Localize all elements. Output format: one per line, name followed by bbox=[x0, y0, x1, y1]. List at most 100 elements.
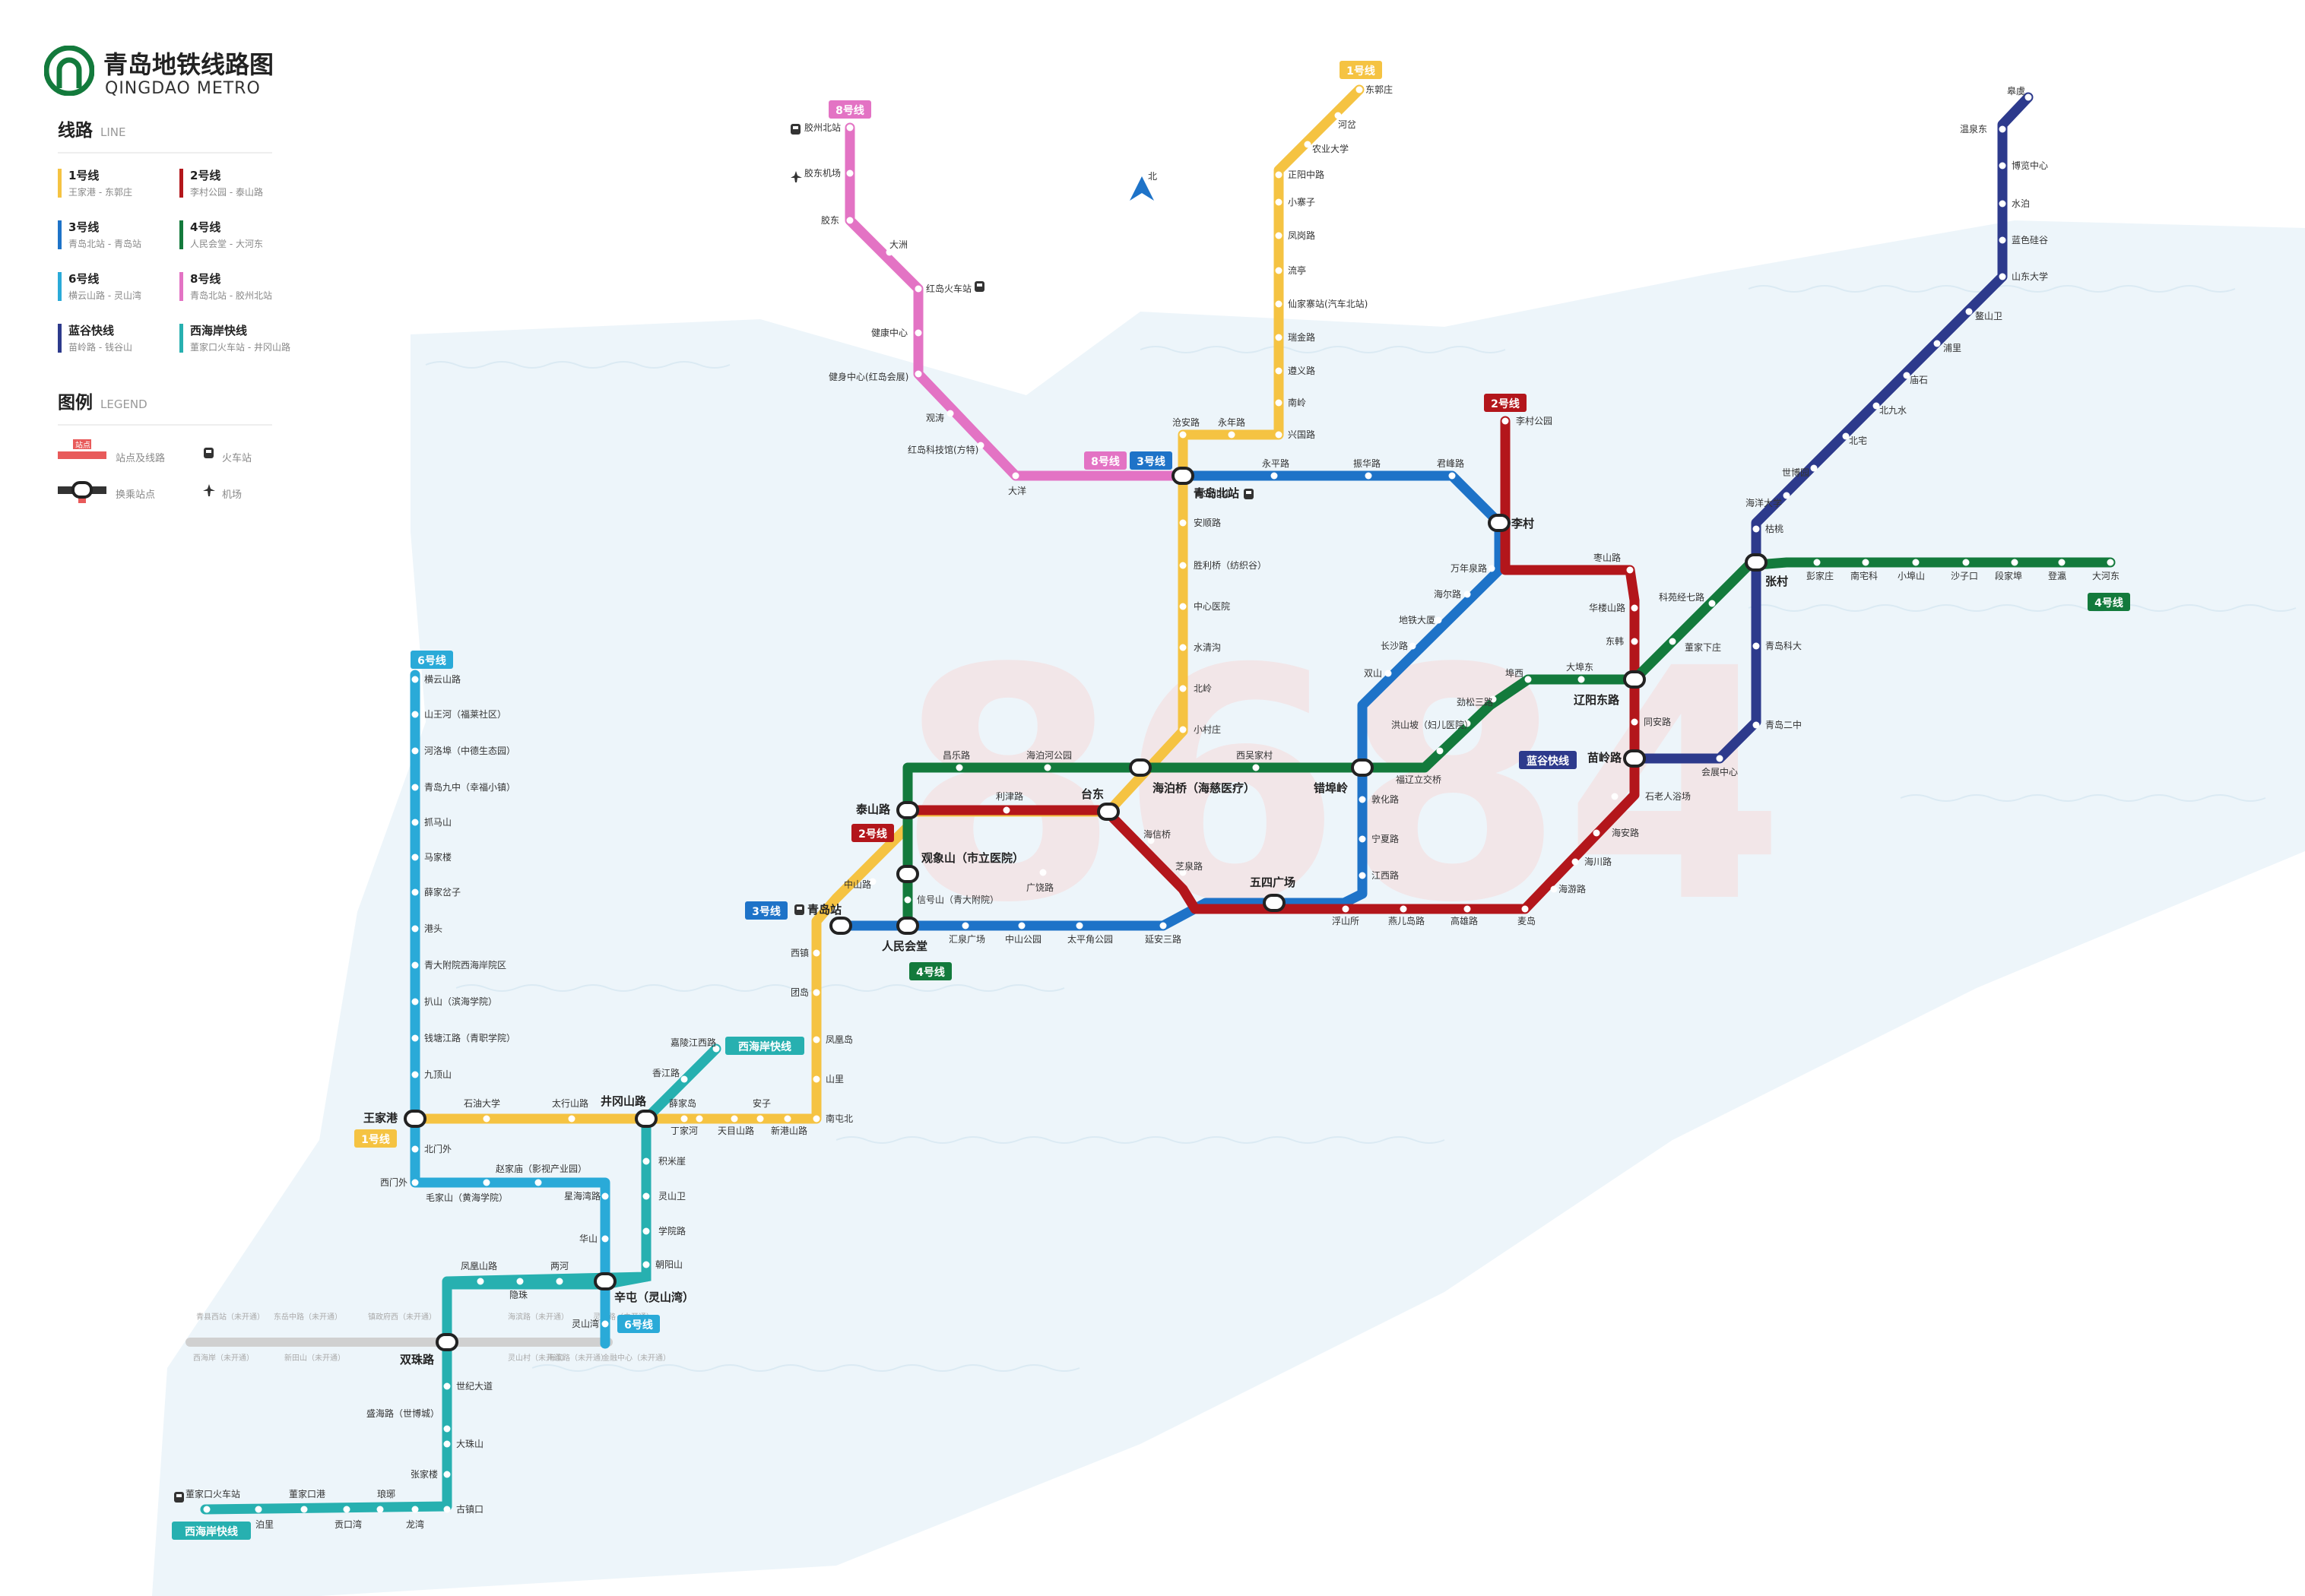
station-label[interactable]: 广饶路 bbox=[1026, 882, 1054, 893]
station-dot[interactable] bbox=[1179, 562, 1187, 569]
station-label[interactable]: 沙子口 bbox=[1951, 571, 1978, 581]
transfer-station[interactable] bbox=[1172, 467, 1194, 485]
station-label[interactable]: 朝阳山 bbox=[655, 1259, 683, 1270]
station-label[interactable]: 信号山（青大附院） bbox=[917, 895, 999, 905]
station-dot[interactable] bbox=[483, 1115, 490, 1123]
station-dot[interactable] bbox=[1275, 232, 1282, 239]
station-label[interactable]: 新港山路 bbox=[771, 1125, 807, 1136]
station-label[interactable]: 水清沟 bbox=[1194, 642, 1221, 653]
transfer-station[interactable] bbox=[404, 1110, 426, 1128]
station-label[interactable]: 温泉东 bbox=[1960, 124, 1987, 135]
station-dot[interactable] bbox=[1384, 670, 1392, 677]
station-label[interactable]: 薛家岔子 bbox=[424, 886, 461, 898]
station-label[interactable]: 东郭庄 bbox=[1365, 84, 1393, 95]
station-dot[interactable] bbox=[1012, 472, 1019, 480]
station-dot[interactable] bbox=[1275, 367, 1282, 375]
station-label[interactable]: 健身中心(红岛会展) bbox=[829, 371, 908, 382]
station-label[interactable]: 流亭 bbox=[1288, 264, 1306, 276]
station-dot[interactable] bbox=[1631, 638, 1638, 645]
station-label[interactable]: 正阳中路 bbox=[1288, 169, 1324, 180]
station-dot[interactable] bbox=[343, 1506, 350, 1513]
station-label[interactable]: 西镇 bbox=[791, 948, 809, 958]
station-label[interactable]: 科苑经七路 bbox=[1659, 591, 1704, 603]
station-label[interactable]: 燕儿岛路 bbox=[1388, 915, 1425, 926]
station-label[interactable]: 浦里 bbox=[1943, 343, 1961, 353]
station-label[interactable]: 横云山路 bbox=[424, 673, 461, 685]
station-dot[interactable] bbox=[300, 1506, 308, 1513]
station-label[interactable]: 汇泉广场 bbox=[949, 934, 985, 945]
station-label[interactable]: 海安路 bbox=[1612, 827, 1639, 838]
transfer-station[interactable] bbox=[1623, 670, 1646, 689]
station-dot[interactable] bbox=[1228, 431, 1235, 439]
station-label[interactable]: 西门外 bbox=[380, 1176, 407, 1188]
station-dot[interactable] bbox=[1179, 519, 1187, 527]
station-dot[interactable] bbox=[813, 1075, 820, 1083]
station-dot[interactable] bbox=[1669, 638, 1676, 645]
station-label[interactable]: 石油大学 bbox=[464, 1097, 500, 1109]
station-dot[interactable] bbox=[1912, 559, 1920, 566]
station-label[interactable]: 大河东 bbox=[2092, 571, 2120, 581]
station-dot[interactable] bbox=[869, 878, 877, 885]
transfer-station-label[interactable]: 苗岭路 bbox=[1587, 751, 1622, 765]
station-dot[interactable] bbox=[411, 1071, 419, 1078]
station-label[interactable]: 芝泉路 bbox=[1175, 860, 1203, 872]
station-dot[interactable] bbox=[411, 1034, 419, 1042]
station-dot[interactable] bbox=[1179, 869, 1187, 876]
station-dot[interactable] bbox=[411, 961, 419, 969]
station-label[interactable]: 彭家庄 bbox=[1806, 570, 1834, 581]
station-label[interactable]: 山东大学 bbox=[2012, 271, 2048, 282]
transfer-station-label[interactable]: 人民会堂 bbox=[882, 939, 927, 953]
station-dot[interactable] bbox=[1550, 885, 1558, 893]
station-dot[interactable] bbox=[483, 1179, 490, 1186]
station-label[interactable]: 兴国路 bbox=[1288, 429, 1315, 440]
station-dot[interactable] bbox=[1463, 591, 1471, 598]
station-label[interactable]: 海游路 bbox=[1558, 883, 1586, 895]
station-label[interactable]: 北岭 bbox=[1194, 683, 1212, 694]
station-label[interactable]: 大埠东 bbox=[1566, 662, 1593, 673]
station-dot[interactable] bbox=[1003, 806, 1010, 814]
station-label[interactable]: 山王河（福莱社区） bbox=[424, 708, 506, 720]
transfer-station[interactable] bbox=[1745, 553, 1768, 572]
station-dot[interactable] bbox=[568, 1115, 575, 1123]
station-dot[interactable] bbox=[411, 784, 419, 791]
station-label[interactable]: 石老人浴场 bbox=[1645, 791, 1691, 802]
station-label[interactable]: 红岛科技馆(方特) bbox=[908, 444, 978, 455]
station-dot[interactable] bbox=[1999, 162, 2006, 169]
station-label[interactable]: 会展中心 bbox=[1701, 766, 1738, 777]
station-label[interactable]: 万年泉路 bbox=[1451, 562, 1487, 574]
transfer-station[interactable] bbox=[896, 865, 919, 883]
station-dot[interactable] bbox=[1334, 112, 1342, 119]
station-label[interactable]: 盛海路（世博城） bbox=[366, 1408, 439, 1419]
station-label[interactable]: 灵山湾 bbox=[572, 1318, 599, 1329]
station-label[interactable]: 大洋 bbox=[1008, 485, 1026, 496]
station-dot[interactable] bbox=[1355, 86, 1363, 93]
station-label[interactable]: 西吴家村 bbox=[1236, 749, 1273, 761]
station-dot[interactable] bbox=[1593, 829, 1600, 837]
station-label[interactable]: 星海湾路 bbox=[564, 1190, 601, 1202]
station-dot[interactable] bbox=[915, 329, 922, 337]
station-label[interactable]: 天目山路 bbox=[718, 1125, 754, 1136]
station-label[interactable]: 大洲 bbox=[889, 239, 908, 250]
station-dot[interactable] bbox=[1436, 747, 1444, 755]
station-dot[interactable] bbox=[946, 410, 954, 417]
station-label[interactable]: 凤岗路 bbox=[1288, 230, 1315, 241]
transfer-station-label[interactable]: 李村 bbox=[1511, 517, 1534, 530]
station-label[interactable]: 皋虞 bbox=[2007, 85, 2025, 97]
station-label[interactable]: 高雄路 bbox=[1451, 915, 1478, 926]
station-dot[interactable] bbox=[813, 949, 820, 957]
transfer-station[interactable] bbox=[436, 1333, 458, 1351]
station-dot[interactable] bbox=[411, 925, 419, 933]
station-dot[interactable] bbox=[915, 285, 922, 293]
station-dot[interactable] bbox=[477, 1278, 484, 1285]
station-label[interactable]: 延安三路 bbox=[1145, 933, 1181, 945]
station-label[interactable]: 地铁大厦 bbox=[1399, 615, 1435, 625]
station-label[interactable]: 仙家寨站(汽车北站) bbox=[1288, 298, 1368, 309]
station-label[interactable]: 河岔 bbox=[1338, 119, 1356, 130]
station-dot[interactable] bbox=[1752, 721, 1760, 729]
station-label[interactable]: 香江路 bbox=[652, 1067, 680, 1078]
station-dot[interactable] bbox=[1435, 616, 1442, 624]
station-dot[interactable] bbox=[601, 1192, 609, 1200]
station-dot[interactable] bbox=[1275, 431, 1282, 439]
station-label[interactable]: 马家楼 bbox=[424, 851, 452, 863]
station-dot[interactable] bbox=[411, 998, 419, 1005]
